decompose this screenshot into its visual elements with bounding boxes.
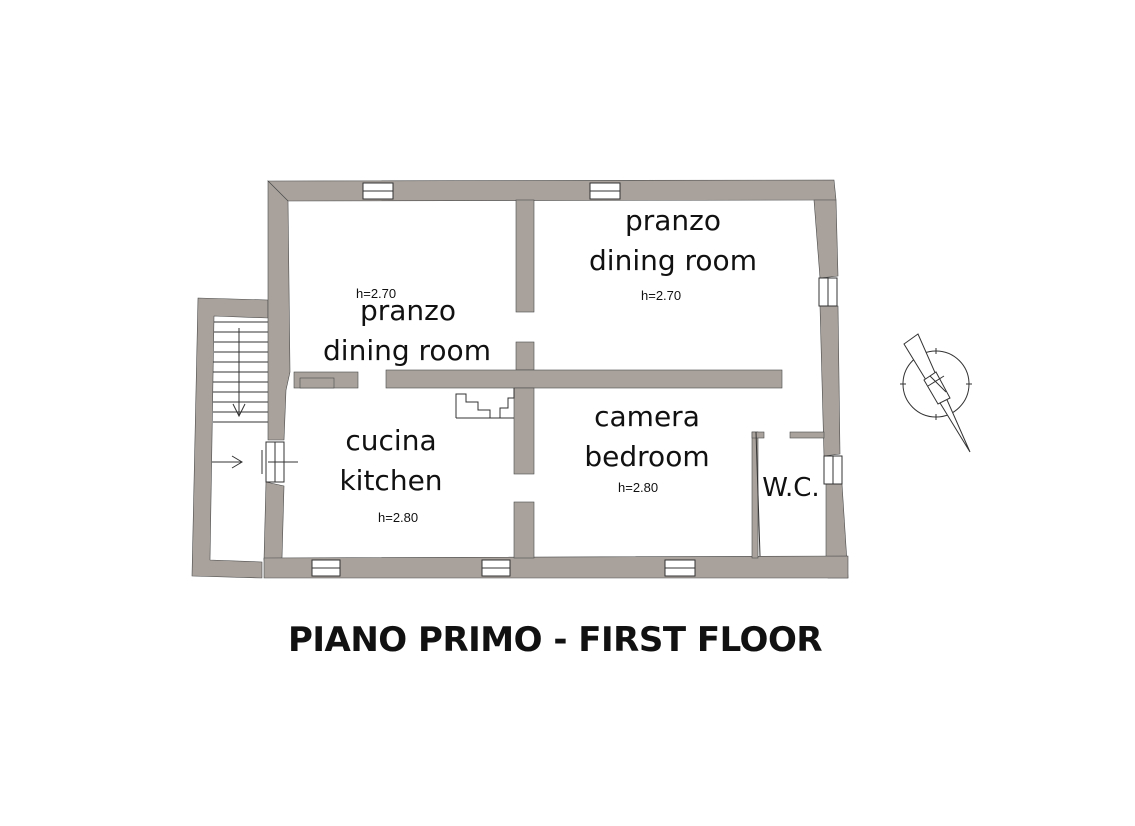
room-name-en: bedroom: [584, 440, 709, 473]
outer-walls: [263, 179, 849, 579]
room-bedroom: camera bedroom h=2.80: [584, 400, 709, 495]
room-name-it: pranzo: [625, 204, 721, 237]
interior-stair: [455, 388, 515, 419]
room-height-label: h=2.70: [641, 288, 681, 303]
room-name-en: dining room: [323, 334, 491, 367]
entry-door: [261, 450, 298, 474]
room-name-en: kitchen: [339, 464, 442, 497]
wall-segment: [789, 431, 825, 439]
interior-walls: [293, 199, 783, 559]
room-name-en: dining room: [589, 244, 757, 277]
window-right-lower: [823, 455, 843, 485]
stair-treads: [213, 321, 268, 423]
wall-segment: [263, 555, 849, 579]
stair-wall: [191, 297, 269, 579]
wall-segment: [513, 501, 535, 559]
room-dining-right: pranzo dining room h=2.70: [589, 204, 757, 303]
wall-segment: [267, 180, 291, 441]
exterior-stair: [191, 297, 269, 579]
wall-segment: [515, 341, 535, 371]
right-arrow-icon: [212, 455, 243, 469]
north-arrow-icon: [900, 333, 972, 453]
wc-label: W.C.: [762, 473, 819, 503]
room-dining-left: h=2.70 pranzo dining room: [323, 286, 491, 367]
room-name-it: pranzo: [360, 294, 456, 327]
wc-partition: [751, 431, 825, 559]
window-top-right: [589, 182, 621, 200]
window-right-upper: [818, 277, 838, 307]
window-bottom-kitchen-1: [311, 559, 341, 577]
wall-segment: [385, 369, 783, 389]
wall-segment: [263, 481, 285, 561]
floor-title: PIANO PRIMO - FIRST FLOOR: [287, 620, 823, 660]
wall-segment: [299, 377, 335, 389]
room-name-it: camera: [594, 400, 700, 433]
room-height-label: h=2.80: [618, 480, 658, 495]
wall-segment: [513, 387, 535, 475]
room-kitchen: cucina kitchen h=2.80: [339, 424, 442, 525]
room-name-it: cucina: [345, 424, 436, 457]
down-arrow-icon: [232, 328, 246, 418]
wall-segment: [813, 199, 839, 279]
window-top-left: [362, 182, 394, 200]
wall-segment: [267, 179, 837, 202]
room-wc: W.C.: [762, 473, 819, 503]
wall-segment: [751, 431, 765, 439]
room-height-label: h=2.70: [356, 286, 396, 301]
window-bottom-kitchen-2: [481, 559, 511, 577]
wall-segment: [515, 199, 535, 313]
windows: [265, 182, 843, 577]
window-bottom-bedroom: [664, 559, 696, 577]
room-height-label: h=2.80: [378, 510, 418, 525]
